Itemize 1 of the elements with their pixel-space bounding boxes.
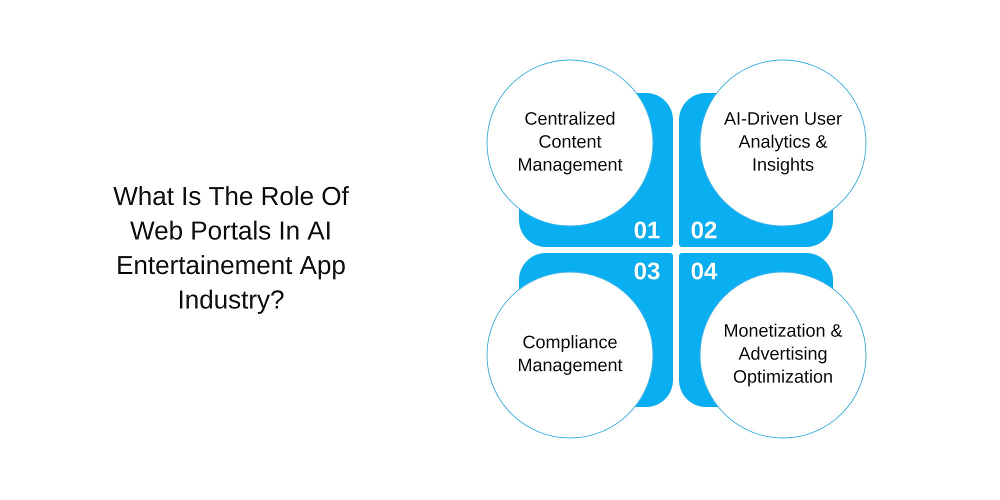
- heading: What Is The Role Of Web Portals In AI Entertainement App Industry?: [113, 186, 349, 314]
